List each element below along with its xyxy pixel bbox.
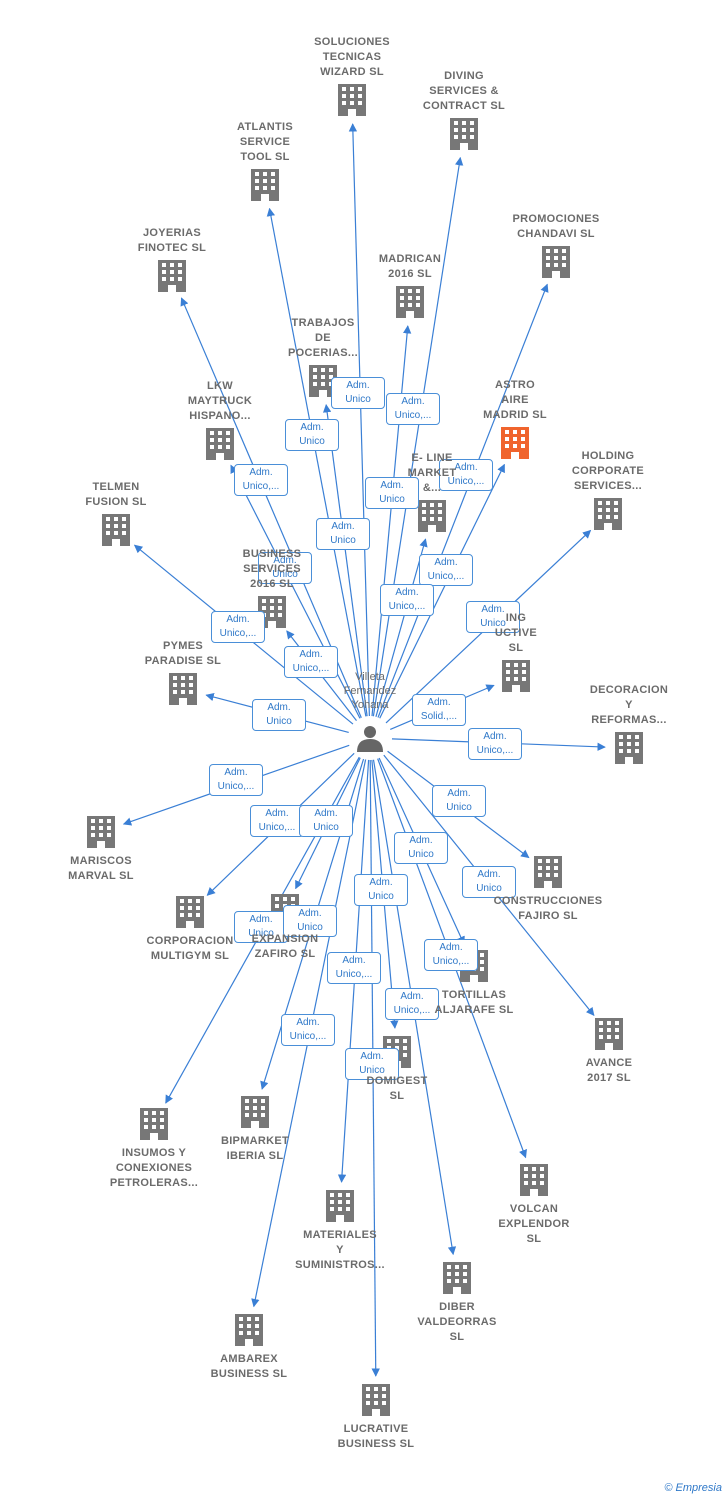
building-icon-holding[interactable]: [594, 498, 622, 530]
edge-label-lucrative[interactable]: Adm. Unico: [345, 1048, 399, 1080]
company-label-avance[interactable]: AVANCE 2017 SL: [585, 1057, 633, 1084]
edge-label-holding[interactable]: Adm. Unico: [466, 601, 520, 633]
building-icon-decoracion[interactable]: [615, 732, 643, 764]
company-label-telmen[interactable]: TELMEN FUSION SL: [85, 481, 147, 508]
edge-label-construcciones[interactable]: Adm. Unico: [432, 785, 486, 817]
building-icon-joyerias[interactable]: [158, 260, 186, 292]
company-label-insumos[interactable]: INSUMOS Y CONEXIONES PETROLERAS...: [109, 1147, 199, 1189]
company-label-lkw[interactable]: LKW MAYTRUCK HISPANO...: [187, 380, 253, 422]
edge-line-madrican: [371, 325, 412, 717]
building-icon-ambarex[interactable]: [235, 1314, 263, 1346]
edge-label-telmen[interactable]: Adm. Unico,...: [211, 611, 265, 643]
edge-label-avance[interactable]: Adm. Unico: [394, 832, 448, 864]
edge-label-tortillas[interactable]: Adm. Unico: [462, 866, 516, 898]
building-icon-construcciones[interactable]: [534, 856, 562, 888]
company-label-diving[interactable]: DIVING SERVICES & CONTRACT SL: [422, 70, 506, 112]
company-label-bipmarket[interactable]: BIPMARKET IBERIA SL: [220, 1135, 290, 1162]
edge-label-eline[interactable]: Adm. Unico,...: [380, 584, 434, 616]
building-icon-lucrative[interactable]: [362, 1384, 390, 1416]
company-label-construcciones[interactable]: CONSTRUCCIONES FAJIRO SL: [493, 895, 603, 922]
company-label-ambarex[interactable]: AMBAREX BUSINESS SL: [210, 1353, 288, 1380]
edge-label-materiales[interactable]: Adm. Unico,...: [327, 952, 381, 984]
edge-label-diber[interactable]: Adm. Unico,...: [385, 988, 439, 1020]
edge-label-bipmarket[interactable]: Adm. Unico: [283, 905, 337, 937]
building-icon-eline[interactable]: [418, 500, 446, 532]
edge-label-corporacion[interactable]: Adm. Unico,...: [250, 805, 304, 837]
edge-label-lkw[interactable]: Adm. Unico: [258, 552, 312, 584]
edge-label-business2016[interactable]: Adm. Unico,...: [284, 646, 338, 678]
company-label-joyerias[interactable]: JOYERIAS FINOTEC SL: [137, 227, 207, 254]
company-label-soluciones[interactable]: SOLUCIONES TECNICAS WIZARD SL: [314, 36, 390, 78]
building-icon-diving[interactable]: [450, 118, 478, 150]
edge-line-atlantis: [266, 207, 367, 717]
building-icon-lkw[interactable]: [206, 428, 234, 460]
company-label-eline[interactable]: E- LINE MARKET &...: [407, 452, 457, 494]
building-icon-productive[interactable]: [502, 660, 530, 692]
building-icon-materiales[interactable]: [326, 1190, 354, 1222]
edge-line-lkw: [230, 464, 361, 719]
edge-line-promociones: [377, 283, 549, 718]
edge-label-diving[interactable]: Adm. Unico,...: [386, 393, 440, 425]
edge-label-soluciones[interactable]: Adm. Unico: [331, 377, 385, 409]
copyright-symbol: ©: [664, 1482, 673, 1494]
company-label-materiales[interactable]: MATERIALES Y SUMINISTROS...: [295, 1229, 385, 1271]
edge-label-astro[interactable]: Adm. Unico,...: [419, 554, 473, 586]
building-icon-madrican[interactable]: [396, 286, 424, 318]
company-label-lucrative[interactable]: LUCRATIVE BUSINESS SL: [337, 1423, 415, 1450]
company-label-holding[interactable]: HOLDING CORPORATE SERVICES...: [571, 450, 645, 492]
company-label-volcan[interactable]: VOLCAN EXPLENDOR SL: [498, 1203, 570, 1245]
company-label-corporacion[interactable]: CORPORACION MULTIGYM SL: [146, 935, 234, 962]
edge-label-joyerias[interactable]: Adm. Unico,...: [234, 464, 288, 496]
building-icon-promociones[interactable]: [542, 246, 570, 278]
edge-line-trabajos: [322, 403, 368, 717]
building-icon-corporacion[interactable]: [176, 896, 204, 928]
building-icon-bipmarket[interactable]: [241, 1096, 269, 1128]
building-icon-pymes[interactable]: [169, 673, 197, 705]
building-icon-soluciones[interactable]: [338, 84, 366, 116]
edge-line-diving: [372, 156, 464, 717]
edge-label-ambarex[interactable]: Adm. Unico,...: [281, 1014, 335, 1046]
edge-line-eline: [375, 538, 428, 717]
company-label-domigest[interactable]: DOMIGEST SL: [366, 1075, 428, 1102]
company-label-decoracion[interactable]: DECORACION Y REFORMAS...: [589, 684, 669, 726]
company-label-promociones[interactable]: PROMOCIONES CHANDAVI SL: [512, 213, 600, 240]
edge-label-insumos[interactable]: Adm. Unico: [234, 911, 288, 943]
building-icon-telmen[interactable]: [102, 514, 130, 546]
building-icon-mariscos[interactable]: [87, 816, 115, 848]
company-label-atlantis[interactable]: ATLANTIS SERVICE TOOL SL: [237, 121, 293, 163]
building-icon-volcan[interactable]: [520, 1164, 548, 1196]
building-icon-avance[interactable]: [595, 1018, 623, 1050]
edge-line-soluciones: [348, 123, 370, 717]
brand-name: Empresia: [675, 1482, 722, 1494]
edge-line-astro: [379, 463, 505, 719]
company-label-mariscos[interactable]: MARISCOS MARVAL SL: [68, 855, 134, 882]
company-label-trabajos[interactable]: TRABAJOS DE POCERIAS...: [288, 317, 358, 359]
building-icon-astro[interactable]: [501, 427, 529, 459]
edge-label-domigest[interactable]: Adm. Unico: [354, 874, 408, 906]
footer-brand: © Empresia: [664, 1482, 722, 1494]
company-label-business2016[interactable]: BUSINESS SERVICES 2016 SL: [242, 548, 302, 590]
company-label-tortillas[interactable]: TORTILLAS ALJARAFE SL: [434, 989, 514, 1016]
edge-label-promociones[interactable]: Adm. Unico,...: [439, 459, 493, 491]
edge-label-pymes[interactable]: Adm. Unico: [252, 699, 306, 731]
edge-label-mariscos[interactable]: Adm. Unico,...: [209, 764, 263, 796]
company-label-diber[interactable]: DIBER VALDEORRAS SL: [417, 1301, 497, 1343]
edge-label-trabajos[interactable]: Adm. Unico: [316, 518, 370, 550]
company-label-pymes[interactable]: PYMES PARADISE SL: [144, 640, 222, 667]
edge-label-expansion[interactable]: Adm. Unico: [299, 805, 353, 837]
building-icon-diber[interactable]: [443, 1262, 471, 1294]
company-label-astro[interactable]: ASTRO AIRE MADRID SL: [483, 379, 547, 421]
edge-label-decoracion[interactable]: Adm. Unico,...: [468, 728, 522, 760]
building-icon-insumos[interactable]: [140, 1108, 168, 1140]
edge-label-atlantis[interactable]: Adm. Unico: [285, 419, 339, 451]
edge-label-productive[interactable]: Adm. Solid.,...: [412, 694, 466, 726]
person-icon[interactable]: [357, 726, 383, 752]
edge-label-volcan[interactable]: Adm. Unico,...: [424, 939, 478, 971]
company-label-productive[interactable]: ING UCTIVE SL: [494, 612, 538, 654]
center-person-name: Villeta Fernandez Yohana: [343, 671, 397, 711]
company-label-expansion[interactable]: EXPANSION ZAFIRO SL: [251, 933, 319, 960]
building-icon-atlantis[interactable]: [251, 169, 279, 201]
company-label-madrican[interactable]: MADRICAN 2016 SL: [378, 253, 442, 280]
edge-label-madrican[interactable]: Adm. Unico: [365, 477, 419, 509]
